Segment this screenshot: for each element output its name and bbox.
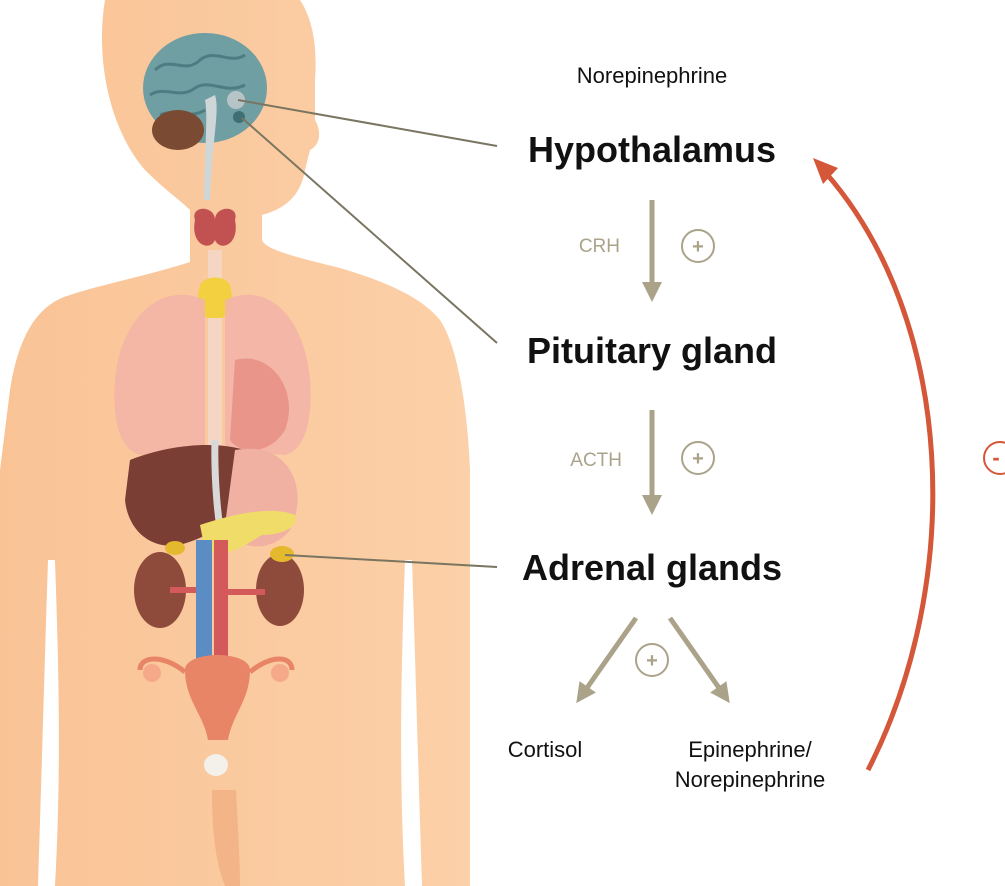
acth-label: ACTH xyxy=(570,450,622,471)
hypothalamus-label: Hypothalamus xyxy=(528,129,776,170)
crh-label: CRH xyxy=(579,236,620,257)
body-illustration xyxy=(0,0,470,886)
cortisol-label: Cortisol xyxy=(508,737,583,762)
vena-cava xyxy=(196,540,212,670)
pituitary-dot xyxy=(233,111,245,123)
crh-positive-sign: + xyxy=(692,236,704,258)
cerebellum xyxy=(152,110,204,150)
bladder xyxy=(204,754,228,776)
epinephrine-label-line2: Norepinephrine xyxy=(675,767,825,792)
negative-feedback-sign: - xyxy=(992,445,999,470)
right-adrenal xyxy=(270,546,294,562)
left-adrenal xyxy=(165,541,185,555)
right-ovary xyxy=(271,664,289,682)
aorta xyxy=(214,540,228,670)
epinephrine-arrow xyxy=(670,618,724,695)
epinephrine-label-line1: Epinephrine/ xyxy=(688,737,812,762)
outputs-positive-sign: + xyxy=(646,650,658,672)
negative-feedback-arrow xyxy=(825,172,933,770)
left-ovary xyxy=(143,664,161,682)
adrenal-glands-label: Adrenal glands xyxy=(522,547,782,588)
norepinephrine-top-label: Norepinephrine xyxy=(577,63,727,88)
acth-positive-sign: + xyxy=(692,448,704,470)
pituitary-gland-label: Pituitary gland xyxy=(527,330,777,371)
cortisol-arrow xyxy=(582,618,636,695)
